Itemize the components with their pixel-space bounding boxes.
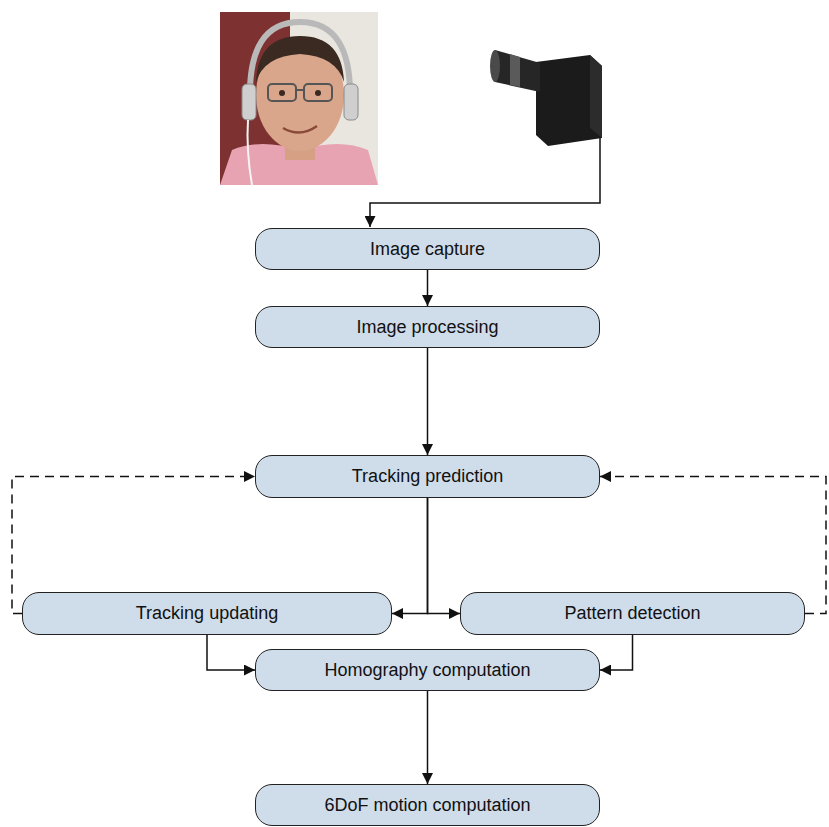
process-box: Homography computation bbox=[255, 649, 600, 691]
flow-arrow bbox=[392, 498, 428, 614]
box-label: 6DoF motion computation bbox=[324, 795, 530, 816]
camera-icon bbox=[490, 50, 602, 146]
box-label: Homography computation bbox=[324, 660, 530, 681]
process-box: Tracking prediction bbox=[255, 455, 600, 498]
flow-arrow bbox=[427, 691, 429, 784]
flow-arrow bbox=[428, 498, 461, 614]
user-photo bbox=[220, 12, 378, 185]
box-label: Image capture bbox=[370, 239, 485, 260]
flow-arrow bbox=[600, 635, 633, 670]
box-label: Tracking prediction bbox=[352, 466, 503, 487]
box-label: Tracking updating bbox=[136, 603, 278, 624]
process-box: Image capture bbox=[255, 228, 600, 270]
process-box: Tracking updating bbox=[22, 592, 392, 635]
process-box: Image processing bbox=[255, 306, 600, 348]
flow-arrow bbox=[207, 635, 255, 670]
box-label: Image processing bbox=[356, 317, 498, 338]
flow-arrow bbox=[427, 348, 429, 455]
process-box: Pattern detection bbox=[460, 592, 805, 635]
camera-wire bbox=[370, 138, 600, 227]
box-label: Pattern detection bbox=[564, 603, 700, 624]
flow-arrow bbox=[427, 270, 429, 306]
process-box: 6DoF motion computation bbox=[255, 784, 600, 826]
